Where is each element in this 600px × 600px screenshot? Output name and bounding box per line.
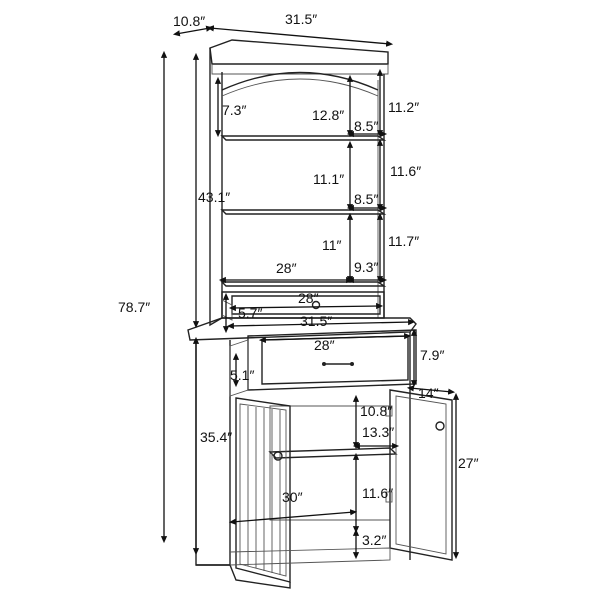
label-shelf3-depth: 9.3″ (354, 259, 378, 275)
label-inner-shelf-depth: 13.3″ (362, 424, 394, 440)
drawer-handle-icon (322, 362, 326, 366)
label-drawer-depth: 5.1″ (230, 367, 254, 383)
label-counter-depth: 14″ (418, 385, 439, 401)
dimension-labels: 10.8″ 31.5″ 78.7″ 43.1″ 7.3″ 12.8″ 11.2″… (118, 11, 479, 548)
label-width-top: 31.5″ (285, 11, 317, 27)
label-counter-width: 31.5″ (300, 313, 332, 329)
hinge-icon (385, 405, 393, 417)
label-door-height: 27″ (458, 455, 479, 471)
label-inner-shelf-height: 11.6″ (362, 485, 393, 501)
label-drawer-height: 7.9″ (420, 347, 444, 363)
counter-top (187, 317, 417, 341)
shelf-3 (220, 281, 387, 287)
label-hutch-height: 43.1″ (198, 189, 230, 205)
dimension-arrows (160, 25, 460, 560)
right-door-knob-icon (435, 421, 445, 431)
label-shelf1-depth: 8.5″ (354, 118, 378, 134)
shelf-1 (220, 135, 387, 141)
label-inner-depth: 10.8″ (360, 403, 392, 419)
label-shelf2-spacing: 11.6″ (390, 163, 421, 179)
label-shelf-width: 28″ (276, 260, 297, 276)
left-door-knob-icon (273, 451, 283, 461)
label-total-height: 78.7″ (118, 299, 150, 315)
label-inner-width: 30″ (282, 489, 303, 505)
label-shelf2-depth: 8.5″ (354, 191, 378, 207)
label-arch-height: 12.8″ (312, 107, 344, 123)
label-base-height: 35.4″ (200, 429, 232, 445)
label-toe-kick: 3.2″ (362, 532, 386, 548)
label-shelf3-clear: 11″ (322, 237, 342, 253)
label-depth-top: 10.8″ (173, 13, 205, 29)
label-drawer-width: 28″ (314, 337, 335, 353)
label-shelf2-clear: 11.1″ (313, 171, 344, 187)
label-shelf3-spacing: 11.7″ (388, 233, 419, 249)
label-shelf-drop: 7.3″ (222, 102, 246, 118)
label-keyboard-width: 28″ (298, 290, 319, 306)
right-door (385, 389, 453, 561)
label-keyboard-height: 5.7″ (238, 305, 262, 321)
label-shelf1-spacing: 11.2″ (388, 99, 419, 115)
shelf-2 (220, 209, 387, 215)
inner-shelf (268, 447, 398, 459)
